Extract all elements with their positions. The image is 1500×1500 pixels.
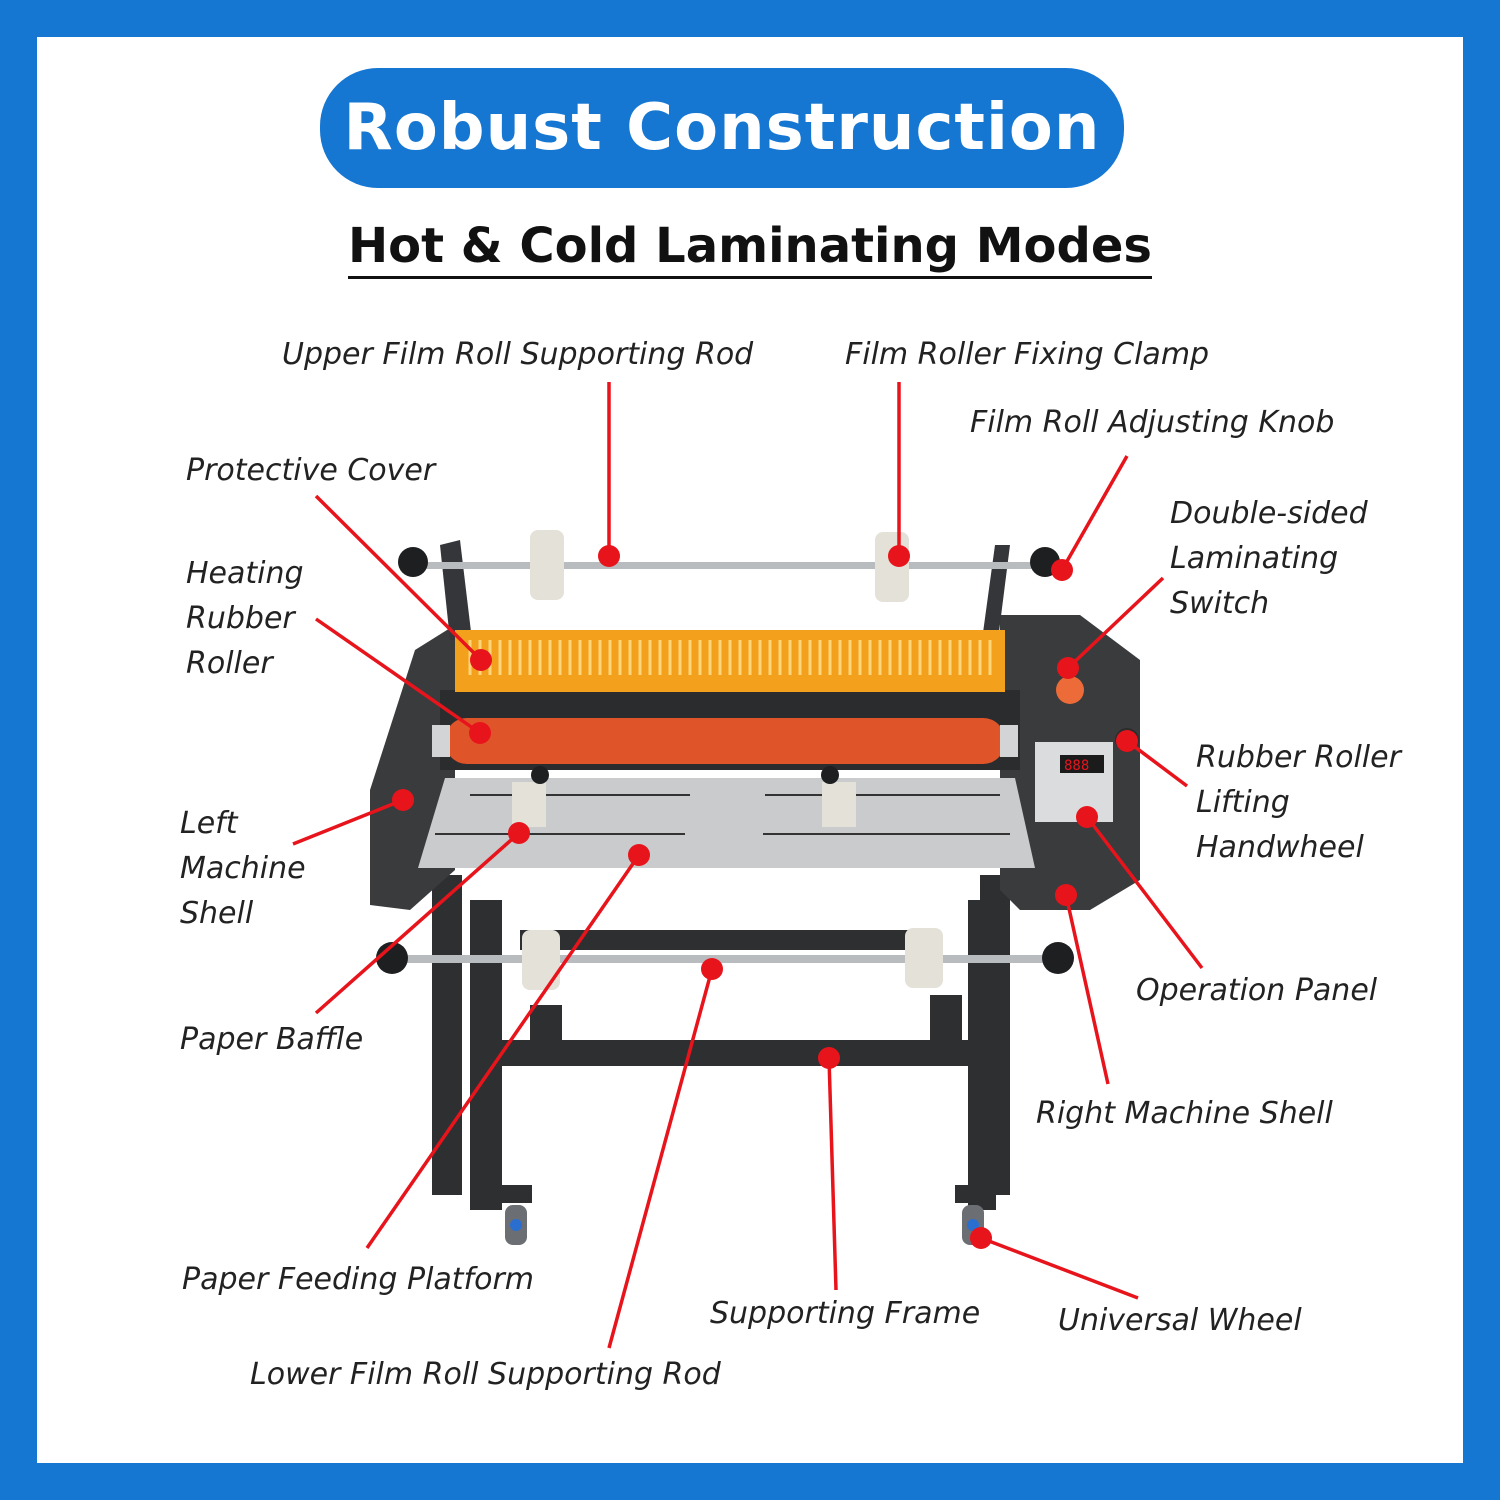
lower-film-rod-shape	[376, 928, 1074, 990]
leader-line-paper-baffle	[314, 831, 521, 1015]
leader-line-film-roll-adjusting-knob	[1060, 455, 1129, 571]
leader-dot-supporting-frame	[818, 1047, 840, 1069]
leader-dot-lower-film-roll-supporting-rod	[701, 958, 723, 980]
label-heating-rubber-roller: Heating Rubber Roller	[186, 556, 304, 681]
universal-wheel-shape	[505, 1205, 984, 1245]
leader-line-heating-rubber-roller	[315, 617, 481, 735]
label-double-sided-laminating-switch: Double-sided Laminating Switch	[1170, 496, 1368, 621]
leader-line-double-sided-laminating-switch	[1066, 576, 1165, 670]
leader-line-supporting-frame	[827, 1057, 838, 1291]
leader-dot-paper-feeding-platform	[628, 844, 650, 866]
label-universal-wheel: Universal Wheel	[1058, 1303, 1302, 1338]
leader-dot-universal-wheel	[970, 1227, 992, 1249]
leader-dot-film-roller-fixing-clamp	[888, 545, 910, 567]
label-rubber-roller-lifting-handwheel: Rubber Roller Lifting Handwheel	[1196, 740, 1401, 865]
page-subtitle: Hot & Cold Laminating Modes	[348, 218, 1152, 279]
label-paper-feeding-platform: Paper Feeding Platform	[182, 1262, 535, 1297]
leader-dot-double-sided-laminating-switch	[1057, 657, 1079, 679]
label-upper-film-roll-supporting-rod: Upper Film Roll Supporting Rod	[282, 337, 754, 372]
label-right-machine-shell: Right Machine Shell	[1036, 1096, 1333, 1131]
leader-lines	[292, 382, 1204, 1349]
leader-dot-operation-panel	[1076, 806, 1098, 828]
leader-line-lower-film-roll-supporting-rod	[607, 968, 714, 1349]
leader-dot-protective-cover	[470, 649, 492, 671]
leader-dot-rubber-roller-lifting-handwheel	[1116, 730, 1138, 752]
supporting-frame-shape	[432, 875, 1010, 1210]
label-film-roll-adjusting-knob: Film Roll Adjusting Knob	[970, 405, 1335, 440]
label-left-machine-shell: Left Machine Shell	[180, 806, 306, 931]
leader-line-universal-wheel	[980, 1236, 1139, 1300]
leader-line-operation-panel	[1085, 815, 1204, 970]
leader-dot-right-machine-shell	[1055, 884, 1077, 906]
leader-dot-upper-film-roll-supporting-rod	[598, 545, 620, 567]
leader-dot-left-machine-shell	[392, 789, 414, 811]
label-supporting-frame: Supporting Frame	[710, 1296, 981, 1331]
subtitle-wrap: Hot & Cold Laminating Modes	[0, 218, 1500, 279]
panel-readout: 888	[1064, 758, 1089, 774]
leader-dot-film-roll-adjusting-knob	[1051, 559, 1073, 581]
leader-dot-heating-rubber-roller	[469, 722, 491, 744]
protective-cover-shape	[455, 630, 1005, 692]
leader-line-paper-feeding-platform	[365, 854, 641, 1249]
label-operation-panel: Operation Panel	[1136, 973, 1378, 1008]
leader-line-rubber-roller-lifting-handwheel	[1125, 739, 1189, 788]
page-title: Robust Construction	[343, 91, 1101, 165]
leader-dot-paper-baffle	[508, 822, 530, 844]
upper-film-rod-shape	[398, 530, 1060, 602]
leader-line-left-machine-shell	[292, 798, 404, 846]
label-film-roller-fixing-clamp: Film Roller Fixing Clamp	[845, 337, 1210, 372]
leader-line-right-machine-shell	[1064, 894, 1110, 1085]
label-lower-film-roll-supporting-rod: Lower Film Roll Supporting Rod	[250, 1357, 721, 1392]
leader-line-protective-cover	[314, 494, 483, 662]
upper-rod-supports	[440, 540, 1010, 640]
heating-roller-shape	[432, 718, 1018, 764]
paper-platform-shape	[418, 766, 1035, 868]
title-banner: Robust Construction	[320, 68, 1124, 188]
label-protective-cover: Protective Cover	[186, 453, 436, 488]
label-paper-baffle: Paper Baffle	[180, 1022, 364, 1057]
